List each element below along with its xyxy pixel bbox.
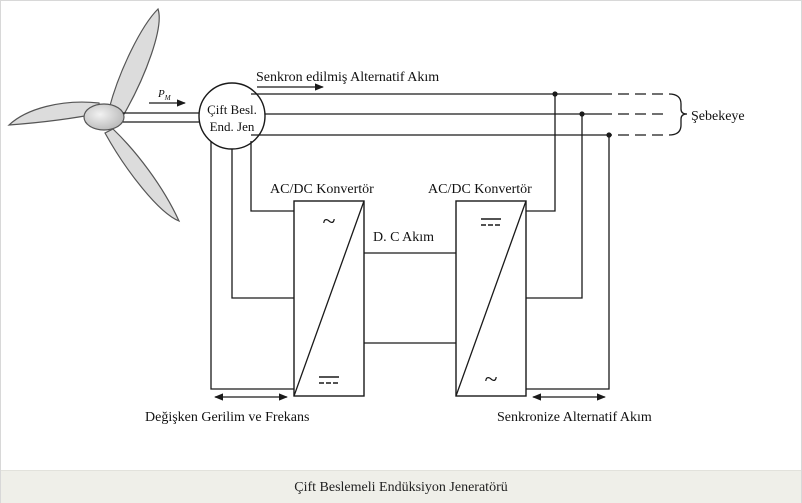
converter-right: ~ [455,200,527,397]
dc-label: D. C Akım [373,230,434,245]
dc-symbol-icon [481,218,501,226]
grid-lines [251,93,601,136]
hub [83,103,125,131]
ac-symbol-icon: ~ [485,367,498,393]
caption-bar: Çift Beslemeli Endüksiyon Jeneratörü [1,470,801,503]
figure-caption: Çift Beslemeli Endüksiyon Jeneratörü [294,480,508,495]
blade-top [108,7,160,117]
grid-side-wiring [526,94,610,390]
pm-label: PM [157,88,172,102]
dc-symbol-icon [319,376,339,384]
generator-label-line2: End. Jen [210,119,255,134]
ac-symbol-icon: ~ [323,209,336,235]
wind-turbine-icon [7,7,181,223]
grid-label: Şebekeye [691,109,745,124]
grid-brace [668,93,688,136]
converter-left: ~ [293,200,365,397]
generator-label-line1: Çift Besl. [207,102,257,117]
sync-ac-label: Senkron edilmiş Alternatif Akım [256,70,439,85]
dfig-diagram: PM Çift Besl. End. Jen Senkron edilmiş A… [7,7,745,425]
converter-right-label: AC/DC Konvertör [428,182,532,197]
dc-link [364,252,456,344]
blade-left [7,101,102,126]
rotor-wiring [210,141,294,390]
grid-lines-dashed [601,93,663,136]
converter-left-label: AC/DC Konvertör [270,182,374,197]
var-voltage-label: Değişken Gerilim ve Frekans [145,410,309,425]
shaft [123,112,201,123]
blade-bottom [104,128,181,223]
sync-ac-bottom-label: Senkronize Alternatif Akım [497,410,652,425]
